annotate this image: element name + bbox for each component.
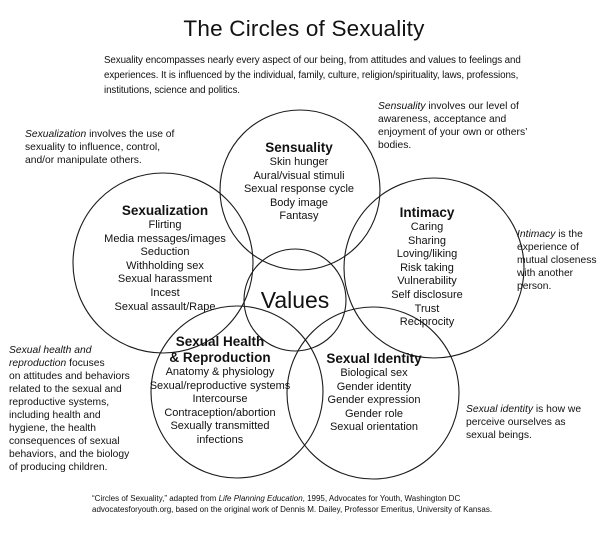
- sexual-health-note-text: focuses: [66, 358, 105, 369]
- sensuality-note-text: involves our level of awareness, accepta…: [378, 101, 527, 151]
- values-label: Values: [260, 287, 330, 313]
- list-item: Reciprocity: [399, 316, 455, 329]
- list-item: Vulnerability: [397, 275, 457, 288]
- sensuality-circle: [219, 109, 381, 271]
- sexual-health-label: Sexual Health & Reproduction Anatomy & p…: [145, 334, 295, 448]
- list-item: Anatomy & physiology: [165, 366, 275, 378]
- sexual-identity-circle: [286, 306, 460, 480]
- intimacy-label: Intimacy Caring Sharing Loving/liking Ri…: [362, 205, 492, 330]
- list-item: Aural/visual stimuli: [253, 169, 345, 182]
- sexual-identity-note: Sexual identity is how we perceive ourse…: [466, 403, 594, 442]
- footer-line1: “Circles of Sexuality,” adapted from Lif…: [92, 494, 492, 505]
- list-item: Contraception/abortion: [164, 406, 276, 419]
- sensuality-note-lead: Sensuality: [378, 101, 426, 112]
- sexual-identity-label: Sexual Identity Biological sex Gender id…: [309, 351, 439, 435]
- sexualization-label: Sexualization Flirting Media messages/im…: [90, 203, 240, 314]
- sexualization-note-lead: Sexualization: [25, 129, 87, 140]
- sexual-health-title-line2: & Reproduction: [169, 350, 271, 365]
- list-item: Sexually transmitted infections: [170, 420, 270, 446]
- sexual-health-note: Sexual health and reproduction focuses o…: [9, 344, 139, 474]
- list-item: Self disclosure: [391, 288, 463, 301]
- footer-citation: “Circles of Sexuality,” adapted from Lif…: [92, 494, 492, 515]
- intimacy-title: Intimacy: [399, 205, 455, 220]
- list-item: Loving/liking: [396, 248, 458, 261]
- sexualization-note-text: involves the use of sexuality to influen…: [25, 129, 175, 166]
- footer-line1-italic: Life Planning Education: [218, 494, 303, 503]
- sexual-health-circle: [150, 305, 324, 479]
- values-circle: [243, 248, 347, 352]
- sexual-health-note-lead: Sexual health and reproduction: [9, 345, 92, 369]
- list-item: Flirting: [148, 219, 182, 231]
- sexual-health-note-text-2: on attitudes and behaviors related to th…: [9, 371, 130, 473]
- list-item: Sexual orientation: [329, 421, 419, 434]
- sexualization-circle: [72, 172, 254, 354]
- list-item: Sexual response cycle: [243, 183, 355, 196]
- sexual-identity-note-text: is how we perceive ourselves as sexual b…: [466, 404, 582, 441]
- list-item: Body image: [269, 196, 329, 209]
- list-item: Fantasy: [279, 210, 319, 223]
- list-item: Withholding sex: [126, 259, 204, 272]
- sexual-identity-title: Sexual Identity: [326, 351, 422, 366]
- sensuality-label: Sensuality Skin hunger Aural/visual stim…: [224, 140, 374, 224]
- sexualization-title: Sexualization: [121, 203, 209, 218]
- sensuality-note: Sensuality involves our level of awarene…: [378, 100, 543, 152]
- list-item: Gender role: [344, 407, 404, 420]
- list-item: Seduction: [140, 246, 190, 259]
- intro-paragraph: Sexuality encompasses nearly every aspec…: [104, 53, 521, 98]
- list-item: Sexual assault/Rape: [114, 300, 216, 313]
- sensuality-title: Sensuality: [265, 140, 333, 155]
- footer-line1-pre: “Circles of Sexuality,” adapted from: [92, 494, 219, 503]
- list-item: Sexual harassment: [117, 273, 213, 286]
- list-item: Intercourse: [192, 393, 248, 406]
- intimacy-note-lead: Intimacy: [517, 229, 556, 240]
- page-title: The Circles of Sexuality: [183, 16, 425, 41]
- list-item: Sharing: [408, 234, 446, 247]
- list-item: Media messages/images: [104, 232, 226, 245]
- list-item: Risk taking: [400, 261, 454, 274]
- footer-line1-post: , 1995, Advocates for Youth, Washington …: [302, 494, 461, 503]
- intimacy-note-text: is the experience of mutual closeness wi…: [517, 229, 597, 292]
- sexual-health-title-line1: Sexual Health: [175, 334, 265, 349]
- footer-line2: advocatesforyouth.org, based on the orig…: [92, 504, 493, 514]
- intro-line-3: institutions, science and politics.: [104, 85, 240, 96]
- list-item: Caring: [410, 221, 444, 233]
- sexualization-note: Sexualization involves the use of sexual…: [25, 128, 175, 167]
- intimacy-circle: [343, 177, 525, 359]
- list-item: Trust: [414, 302, 440, 315]
- list-item: Sexual/reproductive systems: [149, 379, 291, 392]
- intro-line-2: experiences. It is influenced by the ind…: [104, 70, 519, 81]
- sexual-identity-note-lead: Sexual identity: [466, 404, 533, 415]
- list-item: Skin hunger: [269, 156, 329, 168]
- intimacy-note: Intimacy is the experience of mutual clo…: [517, 228, 607, 293]
- list-item: Biological sex: [340, 367, 408, 379]
- list-item: Incest: [150, 286, 180, 299]
- list-item: Gender expression: [327, 394, 421, 407]
- list-item: Gender identity: [336, 380, 412, 393]
- intro-line-1: Sexuality encompasses nearly every aspec…: [104, 55, 521, 66]
